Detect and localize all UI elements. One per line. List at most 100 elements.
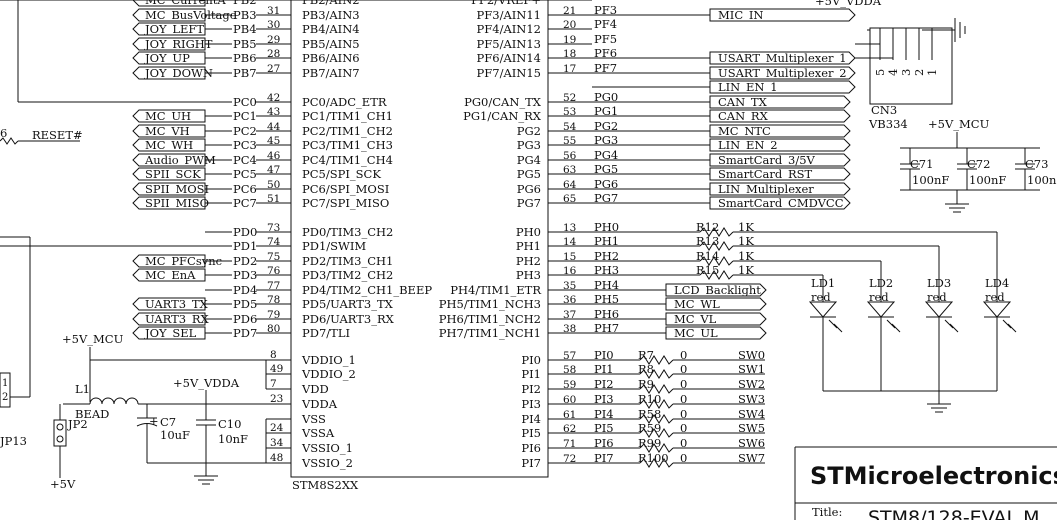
pin-label-pi6: PI6 (521, 441, 541, 455)
cap-ref: C73 (1025, 157, 1048, 171)
pin-label-pf2: PF2/VREF+ (471, 0, 541, 7)
rail-mcu-label: +5V_MCU (62, 332, 124, 346)
pin-number: 53 (563, 106, 576, 118)
net-joy-sel-flag (132, 326, 206, 340)
port-label: PF6 (594, 46, 617, 60)
net-mc-ul: MC_UL (674, 326, 718, 340)
cn3-pin-number: 3 (899, 69, 913, 76)
pin-label-ph3: PH3 (516, 268, 541, 282)
port-label: PB7 (233, 66, 257, 80)
decoupling-caps: +5V_MCU C71100nFC72100nFC73100nF (900, 117, 1057, 213)
power-pin-number: 34 (270, 437, 284, 449)
led-emission-arrows (1002, 319, 1017, 333)
switch-label: SW3 (738, 392, 765, 406)
led-resistor-ref: R12 (696, 220, 719, 234)
switch-resistor-ref: R99 (638, 436, 661, 450)
jumper-jp2-label: JP2 (67, 417, 88, 431)
supply-top-label: +5V_VDDA (815, 0, 882, 8)
power-pin-label: VDD (301, 382, 329, 396)
pin-number: 47 (267, 164, 280, 176)
led-color: red (985, 290, 1005, 304)
port-label: PD6 (233, 312, 257, 326)
pin-label-pb7: PB7/AIN7 (302, 66, 360, 80)
port-label: PD5 (233, 297, 257, 311)
net-joy-up: JOY_UP (144, 51, 190, 65)
power-pin-label: VDDIO_2 (301, 367, 356, 381)
net-usart-multiplexer-2: USART_Multiplexer_2 (718, 66, 847, 80)
net-usart-multiplexer-1: USART_Multiplexer_1 (718, 51, 847, 65)
port-label: PG3 (594, 133, 618, 147)
cap-value: 100nF (912, 173, 949, 187)
power-pin-label: VSSA (301, 426, 335, 440)
net-joy-left-flag (132, 22, 206, 36)
pin-label-pg0: PG0/CAN_TX (464, 95, 542, 109)
pin-number: 27 (267, 63, 280, 75)
cn3-pin-number: 2 (912, 69, 926, 76)
pin-number: 19 (563, 34, 576, 46)
power-pin-label: VSS (301, 412, 326, 426)
pin-label-pg3: PG3 (517, 138, 541, 152)
net-mc-ntc-flag (709, 124, 851, 138)
switch-resistor-ref: R10 (638, 392, 661, 406)
reset-partial-ref: 6 (0, 126, 7, 140)
net-smartcard-rst: SmartCard_RST (718, 167, 813, 181)
pin-label-pc6: PC6/SPI_MOSI (302, 182, 389, 196)
pin-label-pi0: PI0 (521, 353, 541, 367)
pin-number: 76 (267, 265, 281, 277)
pin-label-pf7: PF7/AIN15 (477, 66, 541, 80)
port-label: PB4 (233, 22, 257, 36)
net-mc-vh-flag (132, 124, 206, 138)
jumper-jp13[interactable] (0, 372, 11, 408)
jp13-pin2: 2 (2, 392, 8, 403)
pin-number: 79 (267, 309, 280, 321)
pin-number: 21 (563, 5, 576, 17)
port-label: PG4 (594, 148, 618, 162)
rail-vdda-label: +5V_VDDA (173, 376, 240, 390)
led-resistor-ref: R13 (696, 234, 719, 248)
pin-number: 43 (267, 106, 280, 118)
net-mic-in: MIC_IN (718, 8, 763, 22)
pin-number: 28 (267, 48, 280, 60)
port-label: PC1 (233, 109, 257, 123)
pin-number: 65 (563, 193, 576, 205)
net-spii-mosi-flag (132, 182, 206, 196)
pin-number: 35 (563, 280, 576, 292)
switch-resistor-ref: R100 (638, 451, 669, 465)
pin-number: 37 (563, 309, 576, 321)
cap-c7-value: 10uF (160, 428, 190, 442)
switch-label: SW7 (738, 451, 765, 465)
switch-resistor (639, 355, 674, 365)
pin-number: 64 (563, 179, 577, 191)
net-lcd-backlight: LCD_Backlight (674, 283, 761, 297)
pin-number: 13 (563, 222, 576, 234)
port-label: PC6 (233, 182, 257, 196)
net-uart3-rx: UART3_RX (145, 312, 209, 326)
switch-label: SW2 (738, 377, 765, 391)
net-joy-down: JOY_DOWN (144, 66, 213, 80)
net-lin-multiplexer-flag (709, 182, 851, 196)
led-emission-arrows (944, 319, 959, 333)
net-smartcard-cmdvcc-flag (709, 196, 851, 210)
port-label: PI0 (594, 348, 614, 362)
pin-label-pg2: PG2 (517, 124, 541, 138)
net-uart3-tx-flag (132, 297, 206, 311)
pin-label-pb6: PB6/AIN6 (302, 51, 360, 65)
port-label: PD0 (233, 225, 257, 239)
pin-number: 44 (267, 121, 281, 133)
net-joy-left: JOY_LEFT (144, 22, 204, 36)
led-resistor-ref: R15 (696, 263, 719, 277)
port-label: PD1 (233, 239, 257, 253)
net-smartcard-3-5v: SmartCard_3/5V (718, 153, 816, 167)
pin-label-ph7: PH7/TIM1_NCH1 (439, 326, 541, 340)
switch-resistor (639, 369, 674, 379)
net-spii-mosi: SPII_MOSI (145, 182, 209, 196)
pin-number: 36 (563, 294, 577, 306)
mcu-body (290, 0, 549, 478)
net-lin-en-1-flag (709, 80, 856, 94)
net-joy-down-flag (132, 66, 206, 80)
cn3-pin-number: 5 (873, 69, 887, 76)
pin-label-pf3: PF3/AIN11 (477, 8, 541, 22)
net-mic-in-flag (709, 8, 856, 22)
